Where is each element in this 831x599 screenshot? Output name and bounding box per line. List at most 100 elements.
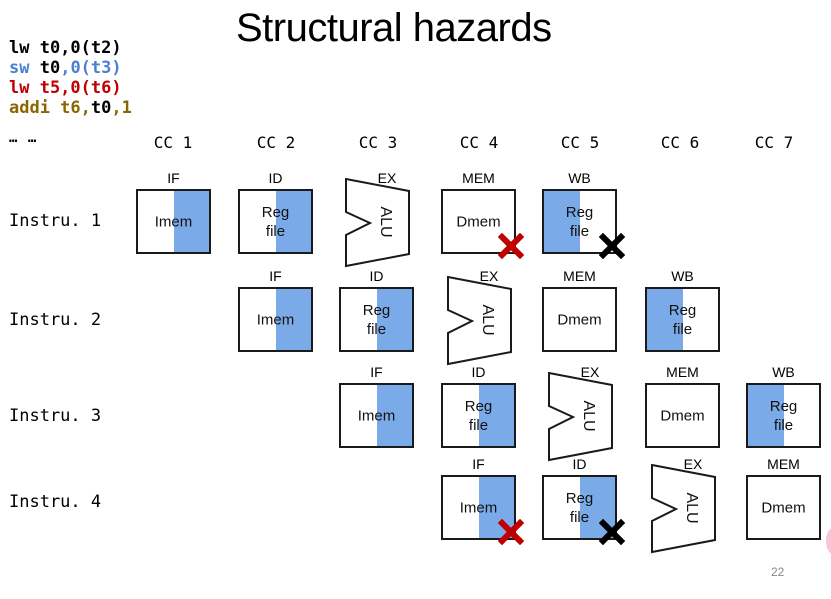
stage-label-if: IF xyxy=(269,268,282,284)
imem-unit: Imem xyxy=(441,475,516,540)
dmem-unit: Dmem xyxy=(746,475,821,540)
dmem-unit: Dmem xyxy=(542,287,617,352)
alu-unit: EX ALU xyxy=(447,268,513,366)
cc-header-2: CC 2 xyxy=(256,133,296,152)
code-token: lw t5,0(t6) xyxy=(9,78,122,98)
decorative-blob xyxy=(826,528,831,554)
stage-label-id: ID xyxy=(471,364,486,380)
cc-header-3: CC 3 xyxy=(358,133,398,152)
imem-unit: Imem xyxy=(238,287,313,352)
stage-label-mem: MEM xyxy=(563,268,596,284)
active-half xyxy=(275,191,311,252)
code-line-1: lw t0,0(t2) xyxy=(9,38,132,58)
unit-text: Dmem xyxy=(761,499,806,516)
stage-label-mem: MEM xyxy=(767,456,800,472)
active-half xyxy=(376,385,412,446)
instruction-label-3: Instru. 3 xyxy=(9,406,102,426)
unit-text: Imem xyxy=(256,311,295,328)
unit-text: Dmem xyxy=(660,407,705,424)
unit-text: Imem xyxy=(459,499,498,516)
stage-label-id: ID xyxy=(268,170,283,186)
black-x-icon xyxy=(598,232,626,260)
active-half xyxy=(376,289,412,350)
code-token: addi t6, xyxy=(9,98,91,118)
unit-text: Imem xyxy=(357,407,396,424)
stage-label-if: IF xyxy=(167,170,180,186)
page-number: 22 xyxy=(771,565,785,579)
alu-unit: EX ALU xyxy=(345,170,411,268)
stage-label-id: ID xyxy=(572,456,587,472)
cc-header-5: CC 5 xyxy=(560,133,600,152)
stage-label-ex: EX xyxy=(479,268,499,284)
stage-label-id: ID xyxy=(369,268,384,284)
alu-text: ALU xyxy=(479,304,496,336)
red-x-icon xyxy=(497,518,525,546)
stage-label-if: IF xyxy=(472,456,485,472)
code-token: t0 xyxy=(90,98,112,118)
stage-if: IF Imem xyxy=(339,364,414,448)
code-line-2: sw t0,0(t3) xyxy=(9,58,132,78)
active-half xyxy=(647,289,683,350)
stage-mem: MEM Dmem xyxy=(441,170,516,254)
slide-title: Structural hazards xyxy=(236,6,552,50)
code-token: ,0(t3) xyxy=(60,58,122,78)
dmem-unit: Dmem xyxy=(441,189,516,254)
code-token: ,1 xyxy=(111,98,132,118)
stage-label-ex: EX xyxy=(580,364,600,380)
black-x-icon xyxy=(598,518,626,546)
cc-header-1: CC 1 xyxy=(153,133,193,152)
code-line-3: lw t5,0(t6) xyxy=(9,78,132,98)
red-x-icon xyxy=(497,232,525,260)
stage-mem: MEM Dmem xyxy=(542,268,617,352)
cc-header-7: CC 7 xyxy=(754,133,794,152)
alu-unit: EX ALU xyxy=(651,456,717,554)
active-half xyxy=(544,191,580,252)
alu-unit: EX ALU xyxy=(548,364,614,462)
code-token: t0 xyxy=(39,58,61,78)
active-half xyxy=(748,385,784,446)
stage-if: IF Imem xyxy=(238,268,313,352)
code-token: sw xyxy=(9,58,40,78)
code-token: lw t0,0(t2) xyxy=(9,38,122,58)
imem-unit: Imem xyxy=(339,383,414,448)
stage-mem: MEM Dmem xyxy=(746,456,821,540)
stage-label-wb: WB xyxy=(772,364,795,380)
stage-label-if: IF xyxy=(370,364,383,380)
stage-label-mem: MEM xyxy=(462,170,495,186)
stage-label-mem: MEM xyxy=(666,364,699,380)
active-half xyxy=(173,191,209,252)
cc-header-4: CC 4 xyxy=(459,133,499,152)
unit-text: Dmem xyxy=(557,311,602,328)
dmem-unit: Dmem xyxy=(645,383,720,448)
stage-if: IF Imem xyxy=(136,170,211,254)
alu-text: ALU xyxy=(683,492,700,524)
instruction-label-1: Instru. 1 xyxy=(9,211,102,231)
stage-label-wb: WB xyxy=(671,268,694,284)
stage-if: IF Imem xyxy=(441,456,516,540)
stage-label-ex: EX xyxy=(683,456,703,472)
active-half xyxy=(478,385,514,446)
stage-label-ex: EX xyxy=(377,170,397,186)
imem-unit: Imem xyxy=(136,189,211,254)
alu-text: ALU xyxy=(377,206,394,238)
code-listing: lw t0,0(t2) sw t0,0(t3) lw t5,0(t6) addi… xyxy=(9,38,132,118)
unit-text: Imem xyxy=(154,213,193,230)
active-half xyxy=(275,289,311,350)
